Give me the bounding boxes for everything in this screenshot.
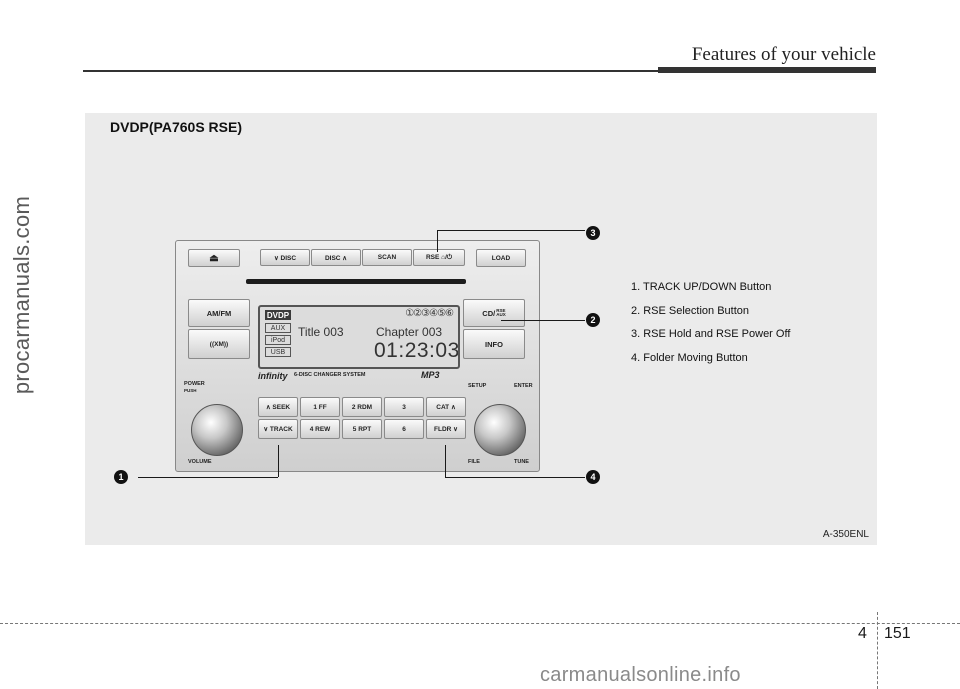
display-mode-usb: USB [265,347,291,357]
display-mode-aux: AUX [265,323,291,333]
power-label: POWER [184,381,205,387]
marker-1: 1 [114,470,128,484]
preset-1-ff-button: 1 FF [300,397,340,417]
callout-line-1-vertical [278,445,279,477]
figure-title: DVDP(PA760S RSE) [110,119,243,135]
track-down-button: ∨ TRACK [258,419,298,439]
setup-label: SETUP [468,383,487,389]
preset-4-rew-button: 4 REW [300,419,340,439]
cat-up-button: CAT ∧ [426,397,466,417]
header-rule-thin [83,70,658,72]
file-label: FILE [468,459,480,465]
display-chapter: Chapter 003 [376,325,443,339]
volume-knob [191,404,243,456]
rse-aux-sublabel: RSE AUX [496,307,506,318]
volume-label: VOLUME [188,459,212,465]
button-legend: 1. TRACK UP/DOWN Button 2. RSE Selection… [631,281,790,375]
legend-item: 2. RSE Selection Button [631,304,750,317]
display-time: 01:23:03 [374,339,460,362]
xm-button: ((XM)) [188,329,250,359]
chapter-number: 4 [858,625,867,642]
disc-down-button: ∨ DISC [260,249,310,266]
section-title: Features of your vehicle [691,44,876,65]
cd-label: CD/ [482,308,496,318]
page-number: 151 [884,625,911,642]
preset-2-rdm-button: 2 RDM [342,397,382,417]
push-label: PUSH [184,388,197,393]
preset-3-button: 3 [384,397,424,417]
header-rule-thick [658,67,876,73]
legend-item: 3. RSE Hold and RSE Power Off [631,328,791,340]
disc-up-button: DISC ∧ [311,249,361,266]
figure-panel: DVDP(PA760S RSE) ⏏ ∨ DISC DISC ∧ SCAN RS… [85,113,877,545]
folder-down-button: FLDR ∨ [426,419,466,439]
display-mode-ipod: iPod [265,335,291,345]
figure-code: A-350ENL [822,529,869,540]
display-title: Title 003 [298,325,344,339]
changer-label: 6-DISC CHANGER SYSTEM [294,372,366,378]
seek-up-button: ∧ SEEK [258,397,298,417]
eject-button: ⏏ [188,249,240,267]
callout-line-4-vertical [445,445,446,477]
display-disc-indicators: ①②③④⑤⑥ [405,308,454,319]
tune-label: TUNE [514,459,529,465]
load-button: LOAD [476,249,526,267]
scan-button: SCAN [362,249,412,266]
footer-divider [877,612,878,689]
preset-6-button: 6 [384,419,424,439]
am-fm-button: AM/FM [188,299,250,327]
mp3-logo: MP3 [421,370,440,380]
rse-hold-power-button: RSE ⌂/⏻ [413,249,465,266]
radio-display: DVDP AUX iPod USB ①②③④⑤⑥ Title 003 Chapt… [258,305,460,369]
callout-line-4 [445,477,585,478]
side-watermark: procarmanuals.com [2,105,42,485]
marker-3: 3 [586,226,600,240]
cd-rse-aux-button: CD/ RSE AUX [463,299,525,327]
enter-label: ENTER [514,383,533,389]
marker-4: 4 [586,470,600,484]
callout-line-3-vertical [437,230,438,252]
bottom-watermark: carmanualsonline.info [540,664,741,686]
rse-sublabel: RSE [496,307,506,313]
callout-line-2 [501,320,585,321]
disc-slot [246,279,466,284]
callout-line-3 [437,230,585,231]
brand-logo: infinity [258,371,288,381]
legend-item: 1. TRACK UP/DOWN Button [631,281,772,293]
footer-rule [0,623,960,624]
display-mode-dvdp: DVDP [265,310,291,320]
legend-item: 4. Folder Moving Button [631,351,748,364]
info-button: INFO [463,329,525,359]
aux-sublabel: AUX [496,312,506,317]
tune-knob [474,404,526,456]
radio-unit: ⏏ ∨ DISC DISC ∧ SCAN RSE ⌂/⏻ LOAD AM/FM … [175,240,540,472]
callout-line-1 [138,477,278,478]
marker-2: 2 [586,313,600,327]
preset-5-rpt-button: 5 RPT [342,419,382,439]
side-watermark-text: procarmanuals.com [9,195,35,395]
